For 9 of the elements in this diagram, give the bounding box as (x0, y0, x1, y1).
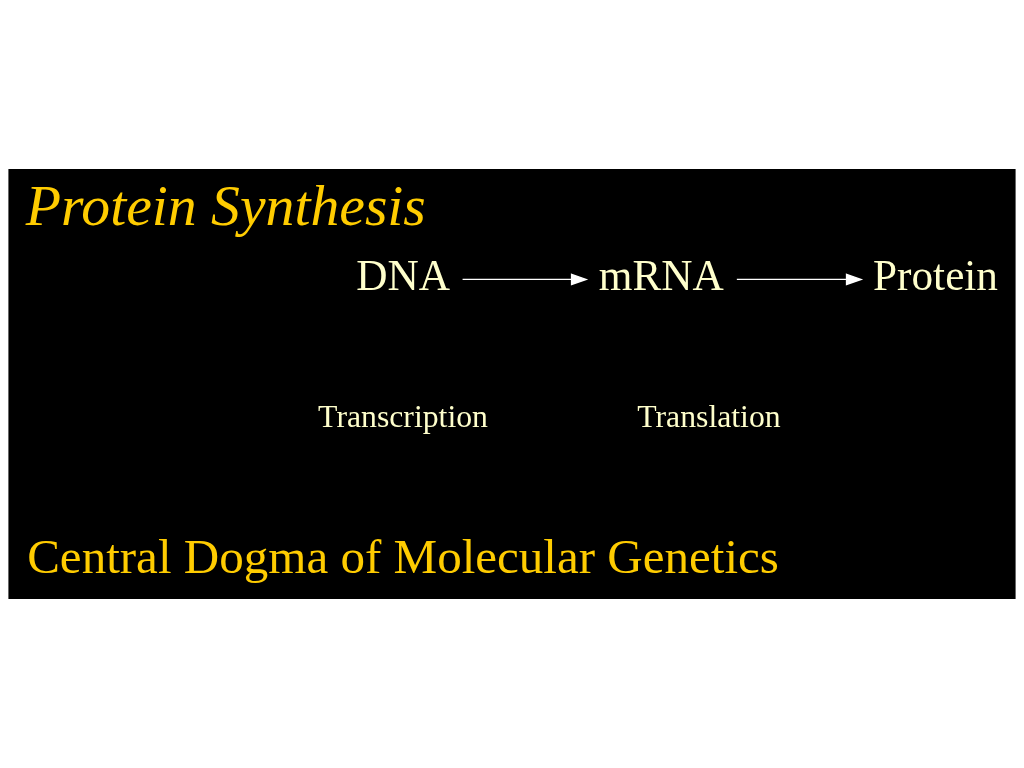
label: Central Dogma of Molecular Genetics (27, 529, 779, 585)
node-text: DNA (356, 251, 450, 300)
node-text: Protein (873, 251, 998, 300)
node-text: mRNA (598, 251, 724, 300)
arrow (461, 273, 589, 286)
arrow (736, 273, 864, 286)
label: Translation (637, 398, 781, 434)
label: Transcription (318, 398, 488, 434)
diagram-title: Protein Synthesis (25, 174, 426, 238)
